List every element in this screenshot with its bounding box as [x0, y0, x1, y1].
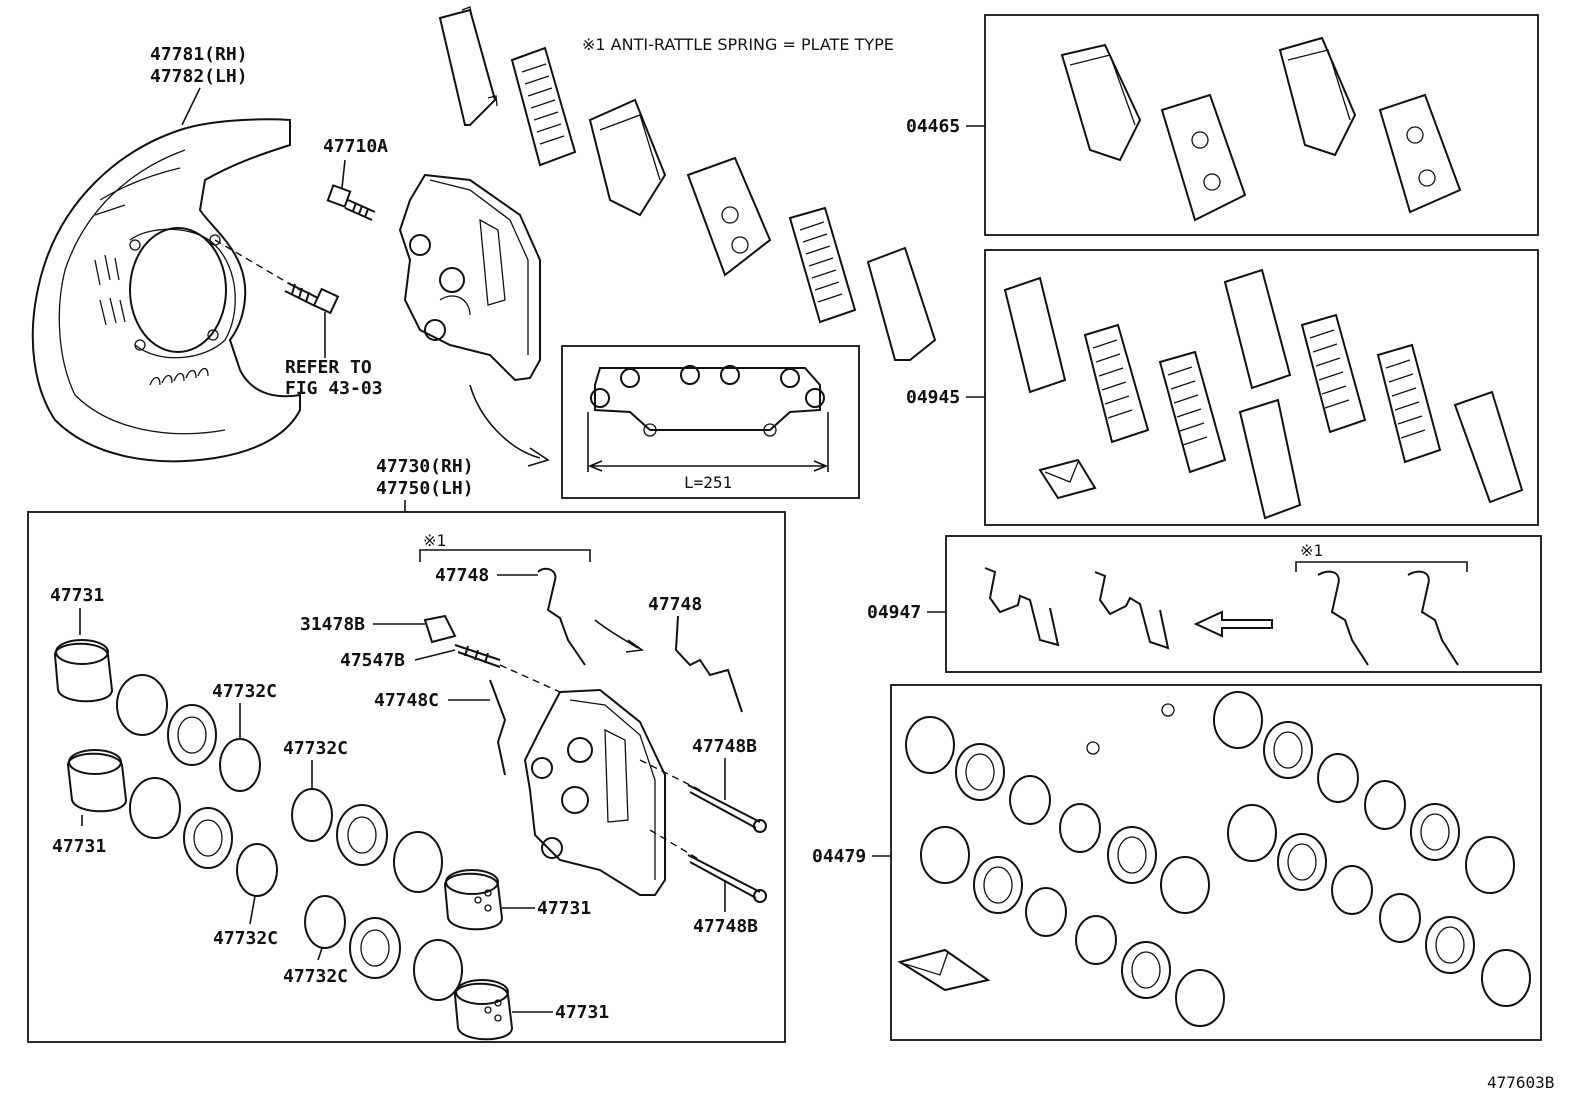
caliper-length-box [561, 345, 860, 499]
note-anti-rattle: ※1 ANTI-RATTLE SPRING = PLATE TYPE [582, 35, 894, 54]
caliper-body [523, 688, 666, 896]
shim-set-04945 [1003, 268, 1524, 520]
box-04465 [984, 14, 1539, 236]
pad-row-top [438, 6, 937, 361]
wire-clip [489, 679, 507, 776]
label-47731-d: 47731 [555, 1002, 609, 1023]
anti-rattle-spring-1 [537, 567, 586, 666]
figure-id: 477603B [1487, 1073, 1554, 1092]
caliper-side-view [590, 365, 825, 437]
label-shield-rh: 47781(RH) [150, 44, 248, 65]
label-47748C: 47748C [374, 690, 439, 711]
mounting-bolt [284, 282, 340, 315]
label-47731-b: 47731 [52, 836, 106, 857]
label-04479: 04479 [812, 846, 866, 867]
label-47710A: 47710A [323, 136, 388, 157]
label-47748-b: 47748 [648, 594, 702, 615]
guide-pin-1 [687, 784, 761, 829]
label-47547B: 47547B [340, 650, 405, 671]
dust-shield [31, 118, 301, 463]
label-47748-a: 47748 [435, 565, 489, 586]
label-47748B-a: 47748B [692, 736, 757, 757]
label-caliper-rh: 47730(RH) [376, 456, 474, 477]
pad-set-04465 [1060, 36, 1462, 222]
label-47748B-b: 47748B [693, 916, 758, 937]
label-shield-lh: 47782(LH) [150, 66, 248, 87]
box-caliper-kit [27, 511, 786, 1043]
bleeder-cap [423, 614, 457, 644]
label-47731-c: 47731 [537, 898, 591, 919]
label-refer-fig: FIG 43-03 [285, 378, 383, 399]
seal-kit-04479 [897, 691, 1531, 1027]
box-04945 [984, 249, 1539, 526]
label-31478B: 31478B [300, 614, 365, 635]
label-47731-a: 47731 [50, 585, 104, 606]
label-refer-to: REFER TO [285, 357, 372, 378]
label-length: L=251 [684, 473, 732, 492]
label-04465: 04465 [906, 116, 960, 137]
anti-rattle-spring-2 [674, 615, 743, 713]
label-47732C-a: 47732C [212, 681, 277, 702]
bolt-47710A [326, 184, 376, 221]
label-47732C-c: 47732C [213, 928, 278, 949]
box-04947 [945, 535, 1542, 673]
label-47732C-d: 47732C [283, 966, 348, 987]
guide-pin-2 [687, 854, 761, 899]
label-04945: 04945 [906, 387, 960, 408]
bleeder-plug [454, 644, 501, 668]
leader-shield [181, 87, 201, 126]
label-04947: 04947 [867, 602, 921, 623]
box-04479 [890, 684, 1542, 1041]
label-47732C-b: 47732C [283, 738, 348, 759]
mark-1-right: ※1 [1300, 541, 1323, 560]
label-caliper-lh: 47750(LH) [376, 478, 474, 499]
spring-set-04947 [984, 567, 1459, 666]
caliper-assembly-top [398, 173, 541, 382]
mark-1-left: ※1 [423, 531, 446, 550]
